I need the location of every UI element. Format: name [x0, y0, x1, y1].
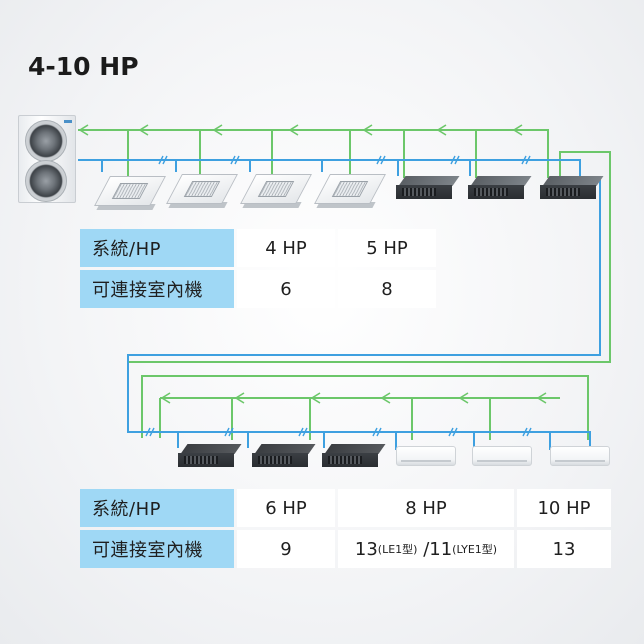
duct-indoor-unit	[468, 176, 532, 200]
units-8hp-lye1-note: (LYE1型)	[452, 543, 498, 556]
hp-6: 6 HP	[237, 489, 335, 527]
capacity-table-small: 系統/HP 4 HP 5 HP 可連接室內機 6 8	[80, 229, 436, 308]
units-8hp-le1: 13	[354, 538, 378, 560]
units-8hp-le1-note: (LE1型)	[377, 543, 418, 556]
units-6hp: 9	[237, 530, 335, 568]
units-8hp-lye1: /11	[417, 538, 453, 560]
cassette-indoor-unit	[166, 170, 238, 208]
outdoor-unit	[18, 115, 76, 203]
wall-indoor-unit	[550, 446, 610, 466]
duct-indoor-unit	[178, 444, 242, 468]
header-connectable-units: 可連接室內機	[80, 530, 234, 568]
duct-indoor-unit	[252, 444, 316, 468]
units-10hp: 13	[517, 530, 611, 568]
hp-4: 4 HP	[237, 229, 335, 267]
header-system-hp: 系統/HP	[80, 489, 234, 527]
units-8hp: 13(LE1型) /11(LYE1型)	[338, 530, 514, 568]
brand-logo	[64, 120, 72, 123]
units-5hp: 8	[338, 270, 436, 308]
header-connectable-units: 可連接室內機	[80, 270, 234, 308]
hp-8: 8 HP	[338, 489, 514, 527]
cassette-indoor-unit	[314, 170, 386, 208]
duct-indoor-unit	[322, 444, 386, 468]
duct-indoor-unit	[540, 176, 604, 200]
fan-icon	[25, 160, 67, 202]
cassette-indoor-unit	[240, 170, 312, 208]
fan-icon	[25, 120, 67, 162]
wall-indoor-unit	[396, 446, 456, 466]
hp-5: 5 HP	[338, 229, 436, 267]
cassette-indoor-unit	[94, 172, 166, 210]
units-4hp: 6	[237, 270, 335, 308]
hp-10: 10 HP	[517, 489, 611, 527]
capacity-table-large: 系統/HP 6 HP 8 HP 10 HP 可連接室內機 9 13(LE1型) …	[80, 489, 611, 568]
wall-indoor-unit	[472, 446, 532, 466]
header-system-hp: 系統/HP	[80, 229, 234, 267]
diagram-title: 4-10 HP	[28, 52, 139, 81]
duct-indoor-unit	[396, 176, 460, 200]
